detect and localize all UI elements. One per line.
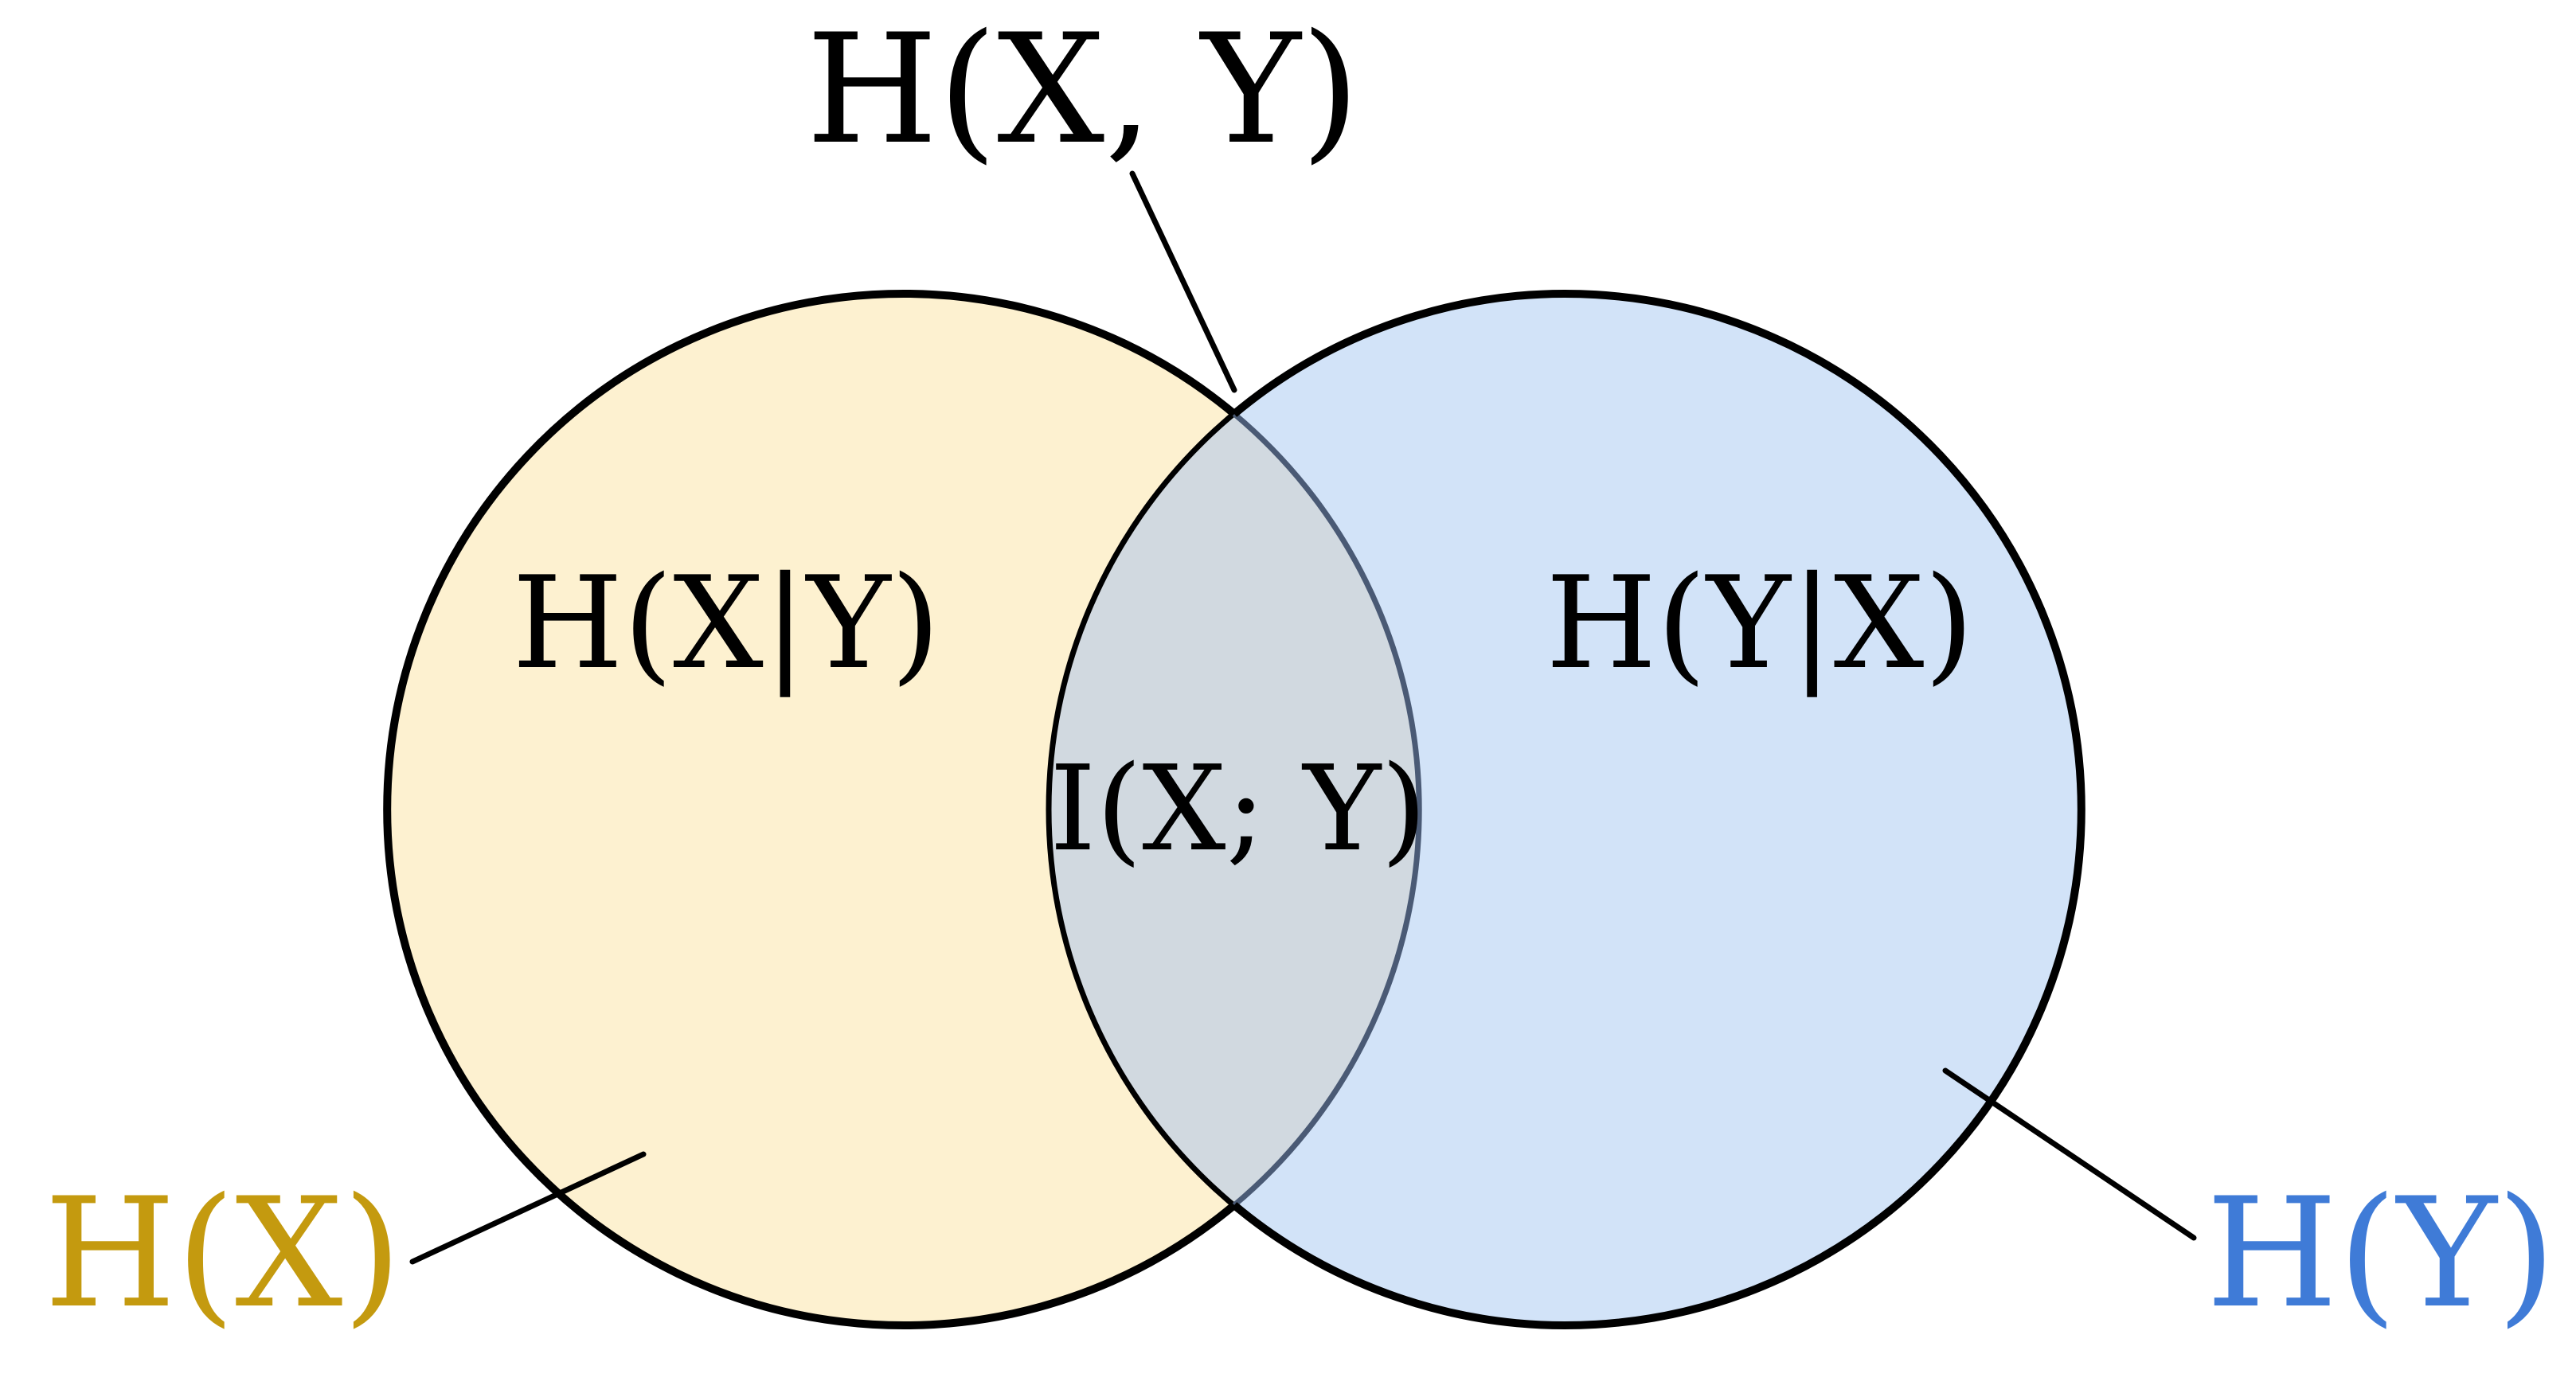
joint-entropy-pointer [1129, 170, 1237, 393]
entropy-x-label: H(X) [44, 1165, 401, 1341]
circle-x-inner-arc [1232, 412, 1422, 1208]
conditional-x-given-y-label: H(X|Y) [512, 548, 940, 697]
mutual-information-label: I(X; Y) [1050, 740, 1427, 877]
circle-x-outline [383, 290, 1237, 1329]
entropy-y-label: H(Y) [2206, 1165, 2555, 1341]
entropy-x-pointer [409, 1151, 647, 1265]
joint-entropy-label: H(X, Y) [806, 2, 1359, 178]
entropy-y-pointer [1942, 1067, 2197, 1241]
overlap-region [1049, 294, 1420, 1325]
conditional-y-given-x-label: H(Y|X) [1546, 548, 1974, 697]
circle-y-outline [1231, 290, 2085, 1329]
circle-y-inner-arc [1046, 294, 1420, 1325]
